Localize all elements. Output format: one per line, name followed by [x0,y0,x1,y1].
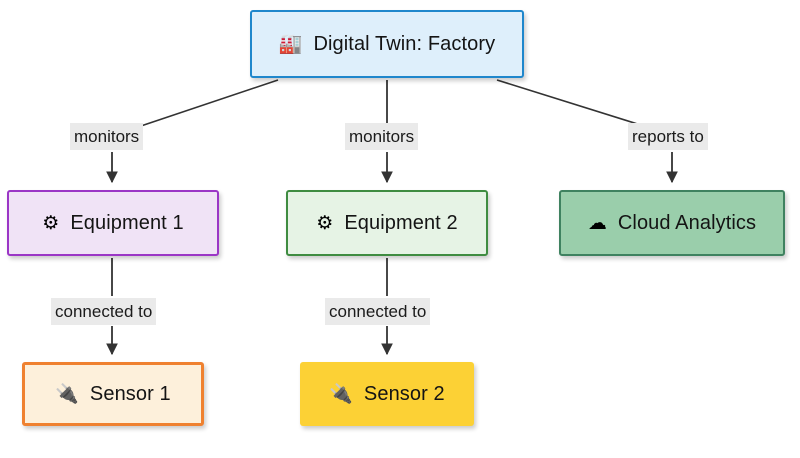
node-label: Equipment 2 [344,211,458,234]
plug-icon: 🔌 [55,383,79,405]
edge-label-reports-to: reports to [628,123,708,150]
node-label: Cloud Analytics [617,211,757,234]
gear-icon: ⚙ [316,212,334,234]
node-cloud-analytics[interactable]: ☁ Cloud Analytics [559,190,785,256]
node-equipment-2[interactable]: ⚙ Equipment 2 [286,190,488,256]
node-label: Equipment 1 [70,211,184,234]
node-sensor-1[interactable]: 🔌 Sensor 1 [22,362,204,426]
cloud-icon: ☁ [587,212,607,234]
node-label: Digital Twin: Factory [313,32,496,55]
gear-icon: ⚙ [42,212,60,234]
node-digital-twin-factory[interactable]: 🏭 Digital Twin: Factory [250,10,524,78]
node-label: Sensor 1 [89,382,171,405]
edge-label-monitors-equipment2: monitors [345,123,419,150]
node-label: Sensor 2 [363,382,445,405]
node-sensor-2[interactable]: 🔌 Sensor 2 [300,362,474,426]
edge-label-connected-to-sensor1: connected to [51,298,157,325]
factory-icon: 🏭 [278,33,303,55]
edge-label-monitors-equipment1: monitors [70,123,144,150]
plug-icon: 🔌 [329,383,353,405]
edge-label-connected-to-sensor2: connected to [325,298,431,325]
node-equipment-1[interactable]: ⚙ Equipment 1 [7,190,219,256]
